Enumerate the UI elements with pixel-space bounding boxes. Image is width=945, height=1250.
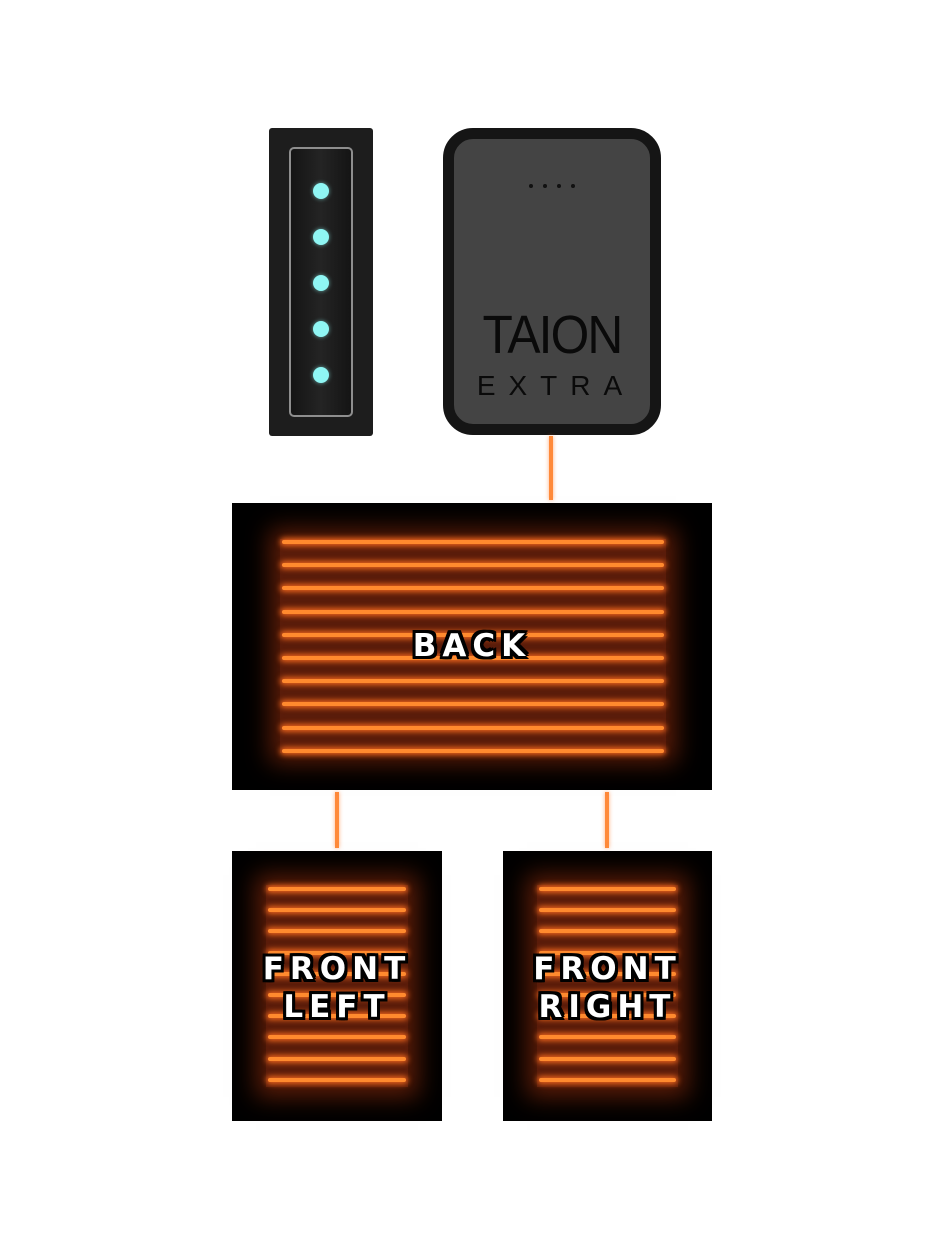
front-left-heat-line	[268, 993, 406, 997]
front-right-heat-line	[539, 1014, 676, 1019]
back-to-front-left-wire	[335, 792, 339, 848]
front-left-heat-line	[268, 887, 406, 891]
front-right-heat-line	[539, 993, 676, 997]
battery-dot	[543, 184, 547, 188]
front-left-heat-line	[268, 971, 406, 976]
battery-dot	[529, 184, 533, 188]
back-heat-line	[282, 563, 664, 568]
battery-to-back-wire	[549, 436, 553, 500]
back-heat-glow	[280, 539, 666, 753]
front-left-heat-line	[268, 1014, 406, 1019]
back-heat-line	[282, 702, 664, 707]
front-right-heat-line	[539, 887, 676, 891]
front-right-heat-panel[interactable]: FRONT RIGHT	[503, 851, 712, 1121]
battery-pack[interactable]: TAION EXTRA	[443, 128, 661, 435]
front-right-heat-line	[539, 1035, 676, 1040]
led-indicator-4	[313, 321, 329, 337]
back-heat-panel[interactable]: BACK	[232, 503, 712, 790]
back-heat-line	[282, 540, 664, 544]
front-right-heat-line	[539, 929, 676, 934]
back-heat-line	[282, 725, 664, 730]
front-left-panel-label: FRONT LEFT	[262, 951, 412, 1025]
front-left-heat-line	[268, 950, 406, 955]
front-left-heat-line	[268, 908, 406, 913]
led-indicator-panel	[289, 147, 353, 417]
front-left-heat-glow	[266, 885, 408, 1087]
front-left-heat-line	[268, 1035, 406, 1040]
front-right-heat-line	[539, 1056, 676, 1061]
led-indicator-1	[313, 183, 329, 199]
front-right-heat-line	[539, 950, 676, 955]
back-heat-line	[282, 656, 664, 660]
front-left-heat-line	[268, 1056, 406, 1061]
heat-controller[interactable]	[269, 128, 373, 436]
battery-dot	[557, 184, 561, 188]
front-left-heat-line	[268, 1077, 406, 1082]
front-right-panel-label: FRONT RIGHT	[533, 951, 682, 1025]
battery-dot	[571, 184, 575, 188]
front-right-heat-line	[539, 1077, 676, 1082]
back-heat-line	[282, 748, 664, 753]
back-panel-label: BACK	[412, 628, 532, 664]
battery-level-dots	[454, 184, 650, 192]
led-indicator-3	[313, 275, 329, 291]
back-heat-line	[282, 679, 664, 684]
front-left-heat-line	[268, 929, 406, 934]
back-heat-line	[282, 632, 664, 637]
battery-brand-label: TAION	[482, 305, 624, 365]
front-right-heat-line	[539, 971, 676, 976]
front-right-heat-glow	[537, 885, 678, 1087]
led-indicator-2	[313, 229, 329, 245]
battery-model-label: EXTRA	[476, 370, 636, 401]
front-right-heat-line	[539, 908, 676, 913]
front-left-heat-panel[interactable]: FRONT LEFT	[232, 851, 442, 1121]
back-heat-line	[282, 586, 664, 591]
led-indicator-5	[313, 367, 329, 383]
back-to-front-right-wire	[605, 792, 609, 848]
back-heat-line	[282, 609, 664, 614]
